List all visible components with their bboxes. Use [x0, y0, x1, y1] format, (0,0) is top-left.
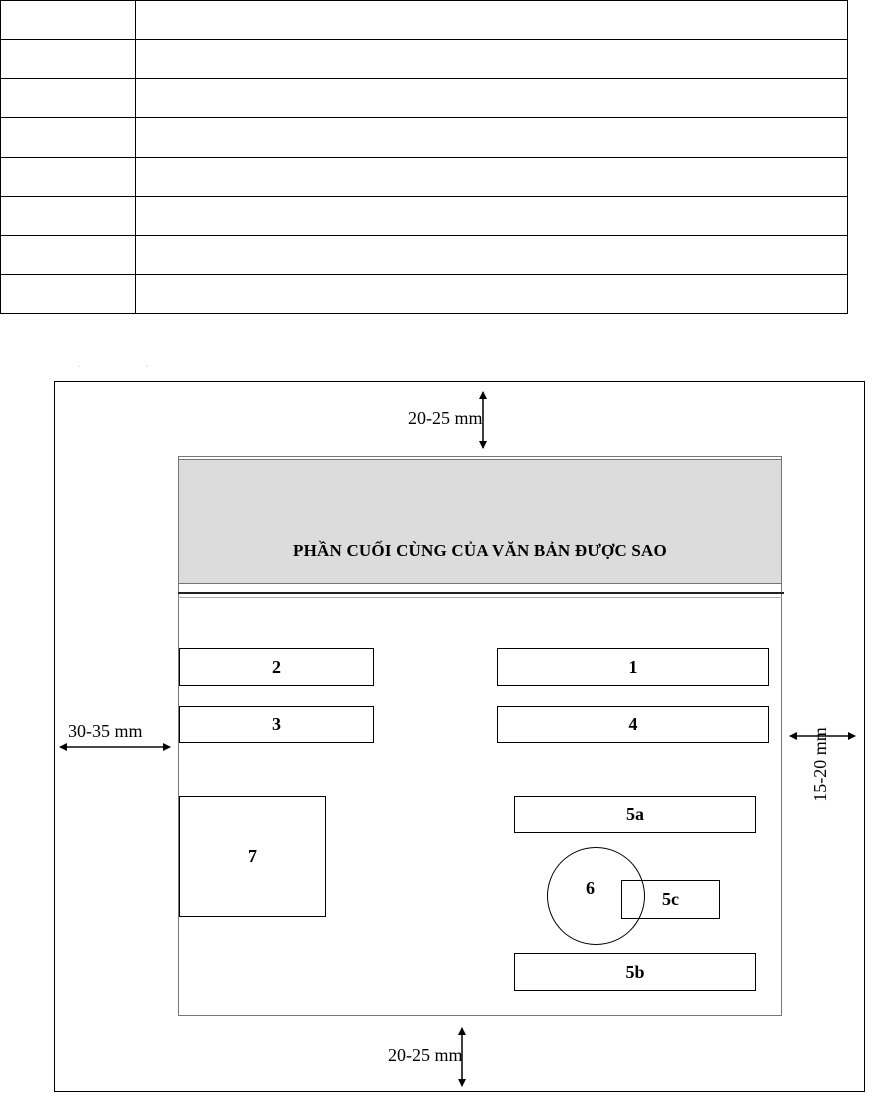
left-margin-label: 30-35 mm	[68, 721, 143, 741]
top-margin-label: 20-25 mm	[408, 408, 483, 428]
table-row	[0, 195, 848, 236]
seal-circle-6	[547, 847, 645, 945]
table-cell-label	[0, 156, 136, 197]
content-area	[178, 456, 782, 1016]
table-cell-label	[0, 117, 136, 158]
box-5a: 5a	[514, 796, 756, 833]
box-7: 7	[179, 796, 326, 917]
table-cell-label	[0, 0, 136, 41]
table-cell-value	[135, 273, 848, 315]
table-row	[0, 78, 848, 119]
box-5b: 5b	[514, 953, 756, 991]
table-row	[0, 273, 848, 315]
box-1: 1	[497, 648, 769, 686]
bottom-margin-label: 20-25 mm	[388, 1045, 463, 1065]
table-row	[0, 156, 848, 197]
table-cell-value	[135, 234, 848, 275]
table-row	[0, 117, 848, 158]
box-2: 2	[179, 648, 374, 686]
table-cell-value	[135, 78, 848, 119]
table-cell-value	[135, 0, 848, 41]
table-row	[0, 234, 848, 275]
separator-line	[178, 592, 784, 594]
separator-line-thin	[178, 597, 782, 598]
scan-mark: ·	[78, 364, 80, 370]
page-outline	[54, 381, 865, 1092]
table-row	[0, 0, 848, 41]
table-cell-label	[0, 234, 136, 275]
scan-mark: ·	[146, 364, 148, 370]
copied-document-end-area	[178, 459, 782, 584]
table-cell-value	[135, 195, 848, 236]
box-5c: 5c	[621, 880, 720, 919]
box-4: 4	[497, 706, 769, 743]
box-3: 3	[179, 706, 374, 743]
table-cell-label	[0, 39, 136, 80]
copied-document-end-title: PHẦN CUỐI CÙNG CỦA VĂN BẢN ĐƯỢC SAO	[293, 541, 667, 560]
table-cell-label	[0, 195, 136, 236]
seal-label-6: 6	[586, 878, 595, 898]
top-table	[0, 0, 848, 315]
